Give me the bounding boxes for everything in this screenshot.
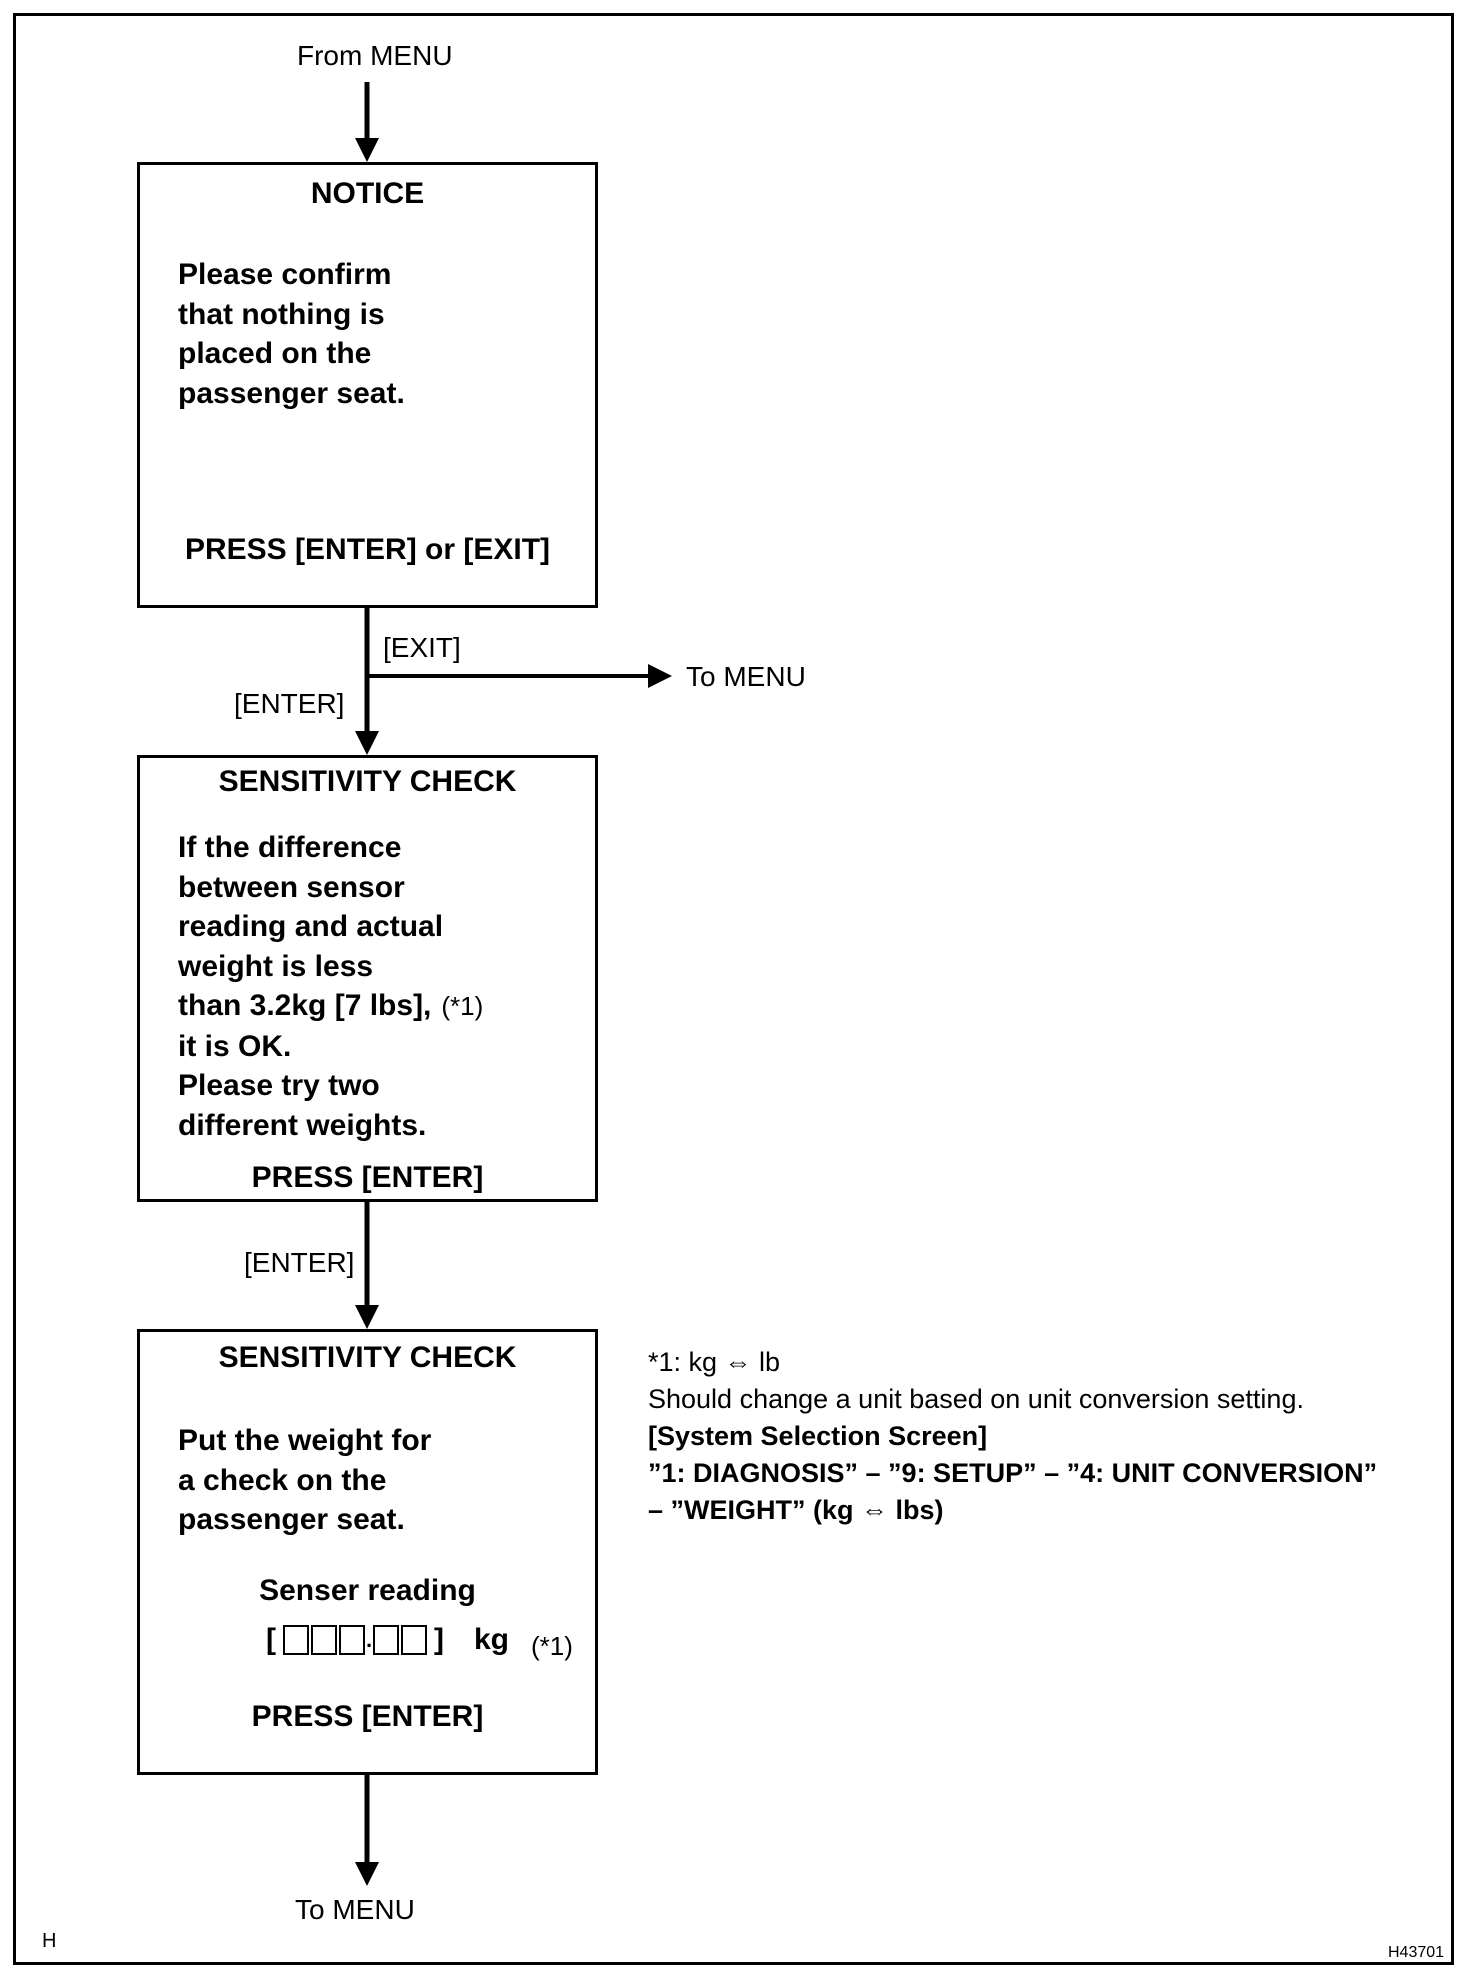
enter-label-2: [ENTER]: [244, 1247, 355, 1278]
sensitivity-1-line: If the difference: [178, 831, 402, 864]
notice-box: NOTICE Please confirm that nothing is pl…: [137, 162, 598, 608]
sensitivity-1-body: If the difference between sensor reading…: [178, 828, 483, 1145]
sensitivity-2-title: SENSITIVITY CHECK: [218, 1341, 517, 1374]
reading-digit-box: [339, 1625, 365, 1655]
from-menu-label: From MENU: [297, 40, 453, 71]
notice-line: Please confirm: [178, 258, 392, 291]
reading-bracket-open: [: [266, 1623, 276, 1656]
notice-line: placed on the: [178, 337, 372, 370]
sensitivity-2-press: PRESS [ENTER]: [251, 1700, 484, 1733]
sensitivity-1-threshold: than 3.2kg [7 lbs],: [178, 989, 432, 1022]
footnote-line-3: [System Selection Screen]: [648, 1421, 988, 1451]
figure-id: H43701: [1388, 1944, 1445, 1961]
sensitivity-1-line: it is OK.: [178, 1029, 292, 1063]
sensitivity-1-line: between sensor: [178, 870, 405, 904]
sensitivity-1-title: SENSITIVITY CHECK: [218, 765, 517, 798]
reading-bracket-close: ]: [434, 1623, 444, 1656]
decimal-point: .: [366, 1627, 373, 1652]
enter-label-1: [ENTER]: [234, 688, 345, 719]
page-frame: [13, 13, 1454, 1965]
notice-line: that nothing is: [178, 297, 385, 331]
sensitivity-check-box-2: SENSITIVITY CHECK Put the weight for a c…: [137, 1329, 598, 1775]
notice-line: passenger seat.: [178, 376, 405, 410]
sensitivity-1-line: reading and actual: [178, 910, 444, 943]
arrowhead-to-menu-bottom: [355, 1862, 379, 1886]
reading-digit-box: [283, 1625, 309, 1655]
arrowhead-check-1: [355, 731, 379, 755]
reading-digit-box: [311, 1625, 337, 1655]
sensitivity-check-box-1: SENSITIVITY CHECK If the difference betw…: [137, 755, 598, 1202]
senser-reading-label: Senser reading: [259, 1574, 476, 1607]
note-ref-2: (*1): [531, 1630, 573, 1661]
notice-body: Please confirm that nothing is placed on…: [178, 255, 405, 413]
note-ref-1: (*1): [441, 991, 484, 1021]
footnote-line-5: – ”WEIGHT” (kg ⇔ lbs): [648, 1495, 944, 1525]
arrowhead-check-2: [355, 1305, 379, 1329]
sensitivity-2-body: Put the weight for a check on the passen…: [178, 1421, 431, 1540]
senser-reading-field: [ . ] kg (*1): [266, 1623, 573, 1661]
sensitivity-1-press: PRESS [ENTER]: [251, 1161, 484, 1194]
sensitivity-1-line: than 3.2kg [7 lbs], (*1): [178, 986, 483, 1027]
sensitivity-1-line: Please try two: [178, 1069, 380, 1102]
footnote: *1: kg ⇔ lb Should change a unit based o…: [648, 1344, 1377, 1529]
notice-press: PRESS [ENTER] or [EXIT]: [184, 533, 551, 566]
to-menu-bottom-label: To MENU: [295, 1894, 415, 1925]
arrowhead-notice: [355, 138, 379, 162]
sensitivity-2-line: a check on the: [178, 1463, 387, 1497]
arrowhead-to-menu-right: [648, 664, 672, 688]
corner-label-left: H: [42, 1930, 57, 1952]
reading-unit: kg: [474, 1623, 510, 1656]
exit-label: [EXIT]: [383, 632, 461, 663]
reading-digit-box: [373, 1625, 399, 1655]
to-menu-right-label: To MENU: [686, 661, 806, 692]
reading-digit-box: [401, 1625, 427, 1655]
footnote-line-4: ”1: DIAGNOSIS” – ”9: SETUP” – ”4: UNIT C…: [648, 1458, 1378, 1488]
footnote-line-1: *1: kg ⇔ lb: [648, 1347, 781, 1377]
sensitivity-1-line: different weights.: [178, 1108, 427, 1142]
sensitivity-1-line: weight is less: [178, 949, 374, 983]
footnote-line-2: Should change a unit based on unit conve…: [648, 1384, 1304, 1414]
sensitivity-2-line: Put the weight for: [178, 1424, 432, 1457]
notice-title: NOTICE: [310, 177, 425, 210]
sensitivity-2-line: passenger seat.: [178, 1503, 405, 1536]
